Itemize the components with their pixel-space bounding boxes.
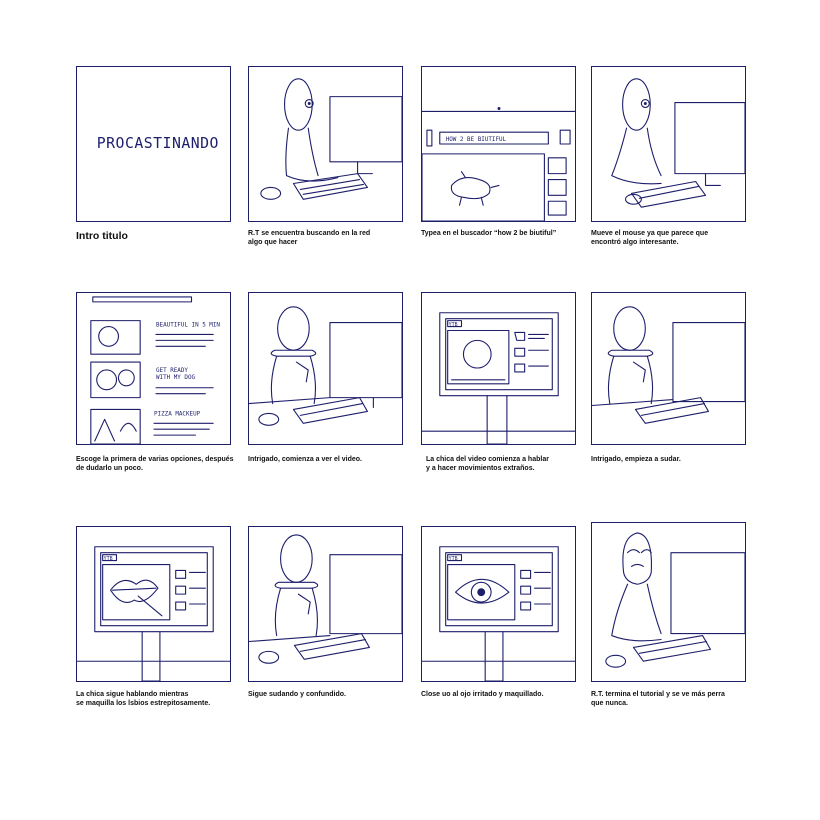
result-1: BEAUTIFUL IN 5 MIN xyxy=(91,321,220,355)
eye-drawing xyxy=(456,579,509,603)
panel-12 xyxy=(591,522,746,682)
video-logo: YTB xyxy=(449,322,458,328)
search-box xyxy=(440,132,549,144)
monitor-drawing xyxy=(330,97,402,174)
video-logo: YTB xyxy=(104,556,113,562)
character-drawing xyxy=(285,79,338,181)
caption-5: Escoge la primera de varias opciones, de… xyxy=(76,456,234,472)
caption-6: Intrigado, comienza a ver el video. xyxy=(248,456,362,463)
caption-8: Intrigado, empieza a sudar. xyxy=(591,456,681,463)
panel-8 xyxy=(591,292,746,445)
keyboard-drawing xyxy=(293,174,367,200)
character-makeup-drawing xyxy=(623,533,652,584)
panel-10 xyxy=(248,526,403,682)
panel-2 xyxy=(248,66,403,222)
caption-2: R.T se encuentra buscando en la red algo… xyxy=(248,230,371,246)
lips-drawing xyxy=(111,580,158,602)
result-3: PIZZA MACKEUP xyxy=(91,409,213,444)
girl-face-drawing xyxy=(463,340,491,368)
panel-11: YTB xyxy=(421,526,576,682)
video-logo: YTB xyxy=(449,556,458,562)
caption-9: La chica sigue hablando mientras se maqu… xyxy=(76,691,211,707)
result-3-title: PIZZA MACKEUP xyxy=(154,411,201,417)
caption-10: Sigue sudando y confundido. xyxy=(248,691,346,698)
caption-3: Typea en el buscador “how 2 be biutiful” xyxy=(421,230,557,237)
caption-7: La chica del video comienza a hablar y a… xyxy=(426,456,549,472)
caption-4: Mueve el mouse ya que parece que encontr… xyxy=(591,230,709,246)
result-1-title: BEAUTIFUL IN 5 MIN xyxy=(156,323,220,329)
pig-drawing xyxy=(451,172,499,206)
panel-6 xyxy=(248,292,403,445)
caption-1: Intro titulo xyxy=(76,230,128,242)
panel-1: PROCASTINANDO xyxy=(76,66,231,222)
panel-4 xyxy=(591,66,746,222)
panel-3: HOW 2 BE BIUTIFUL xyxy=(421,66,576,222)
panel-7: YTB xyxy=(421,292,576,445)
search-text: HOW 2 BE BIUTIFUL xyxy=(446,137,507,143)
title-text: PROCASTINANDO xyxy=(97,135,219,152)
caption-12: R.T. termina el tutorial y se ve más per… xyxy=(591,691,725,707)
mouse-drawing xyxy=(261,187,281,199)
caption-11: Close uo al ojo irritado y maquillado. xyxy=(421,691,544,698)
panel-9: YTB xyxy=(76,526,231,682)
